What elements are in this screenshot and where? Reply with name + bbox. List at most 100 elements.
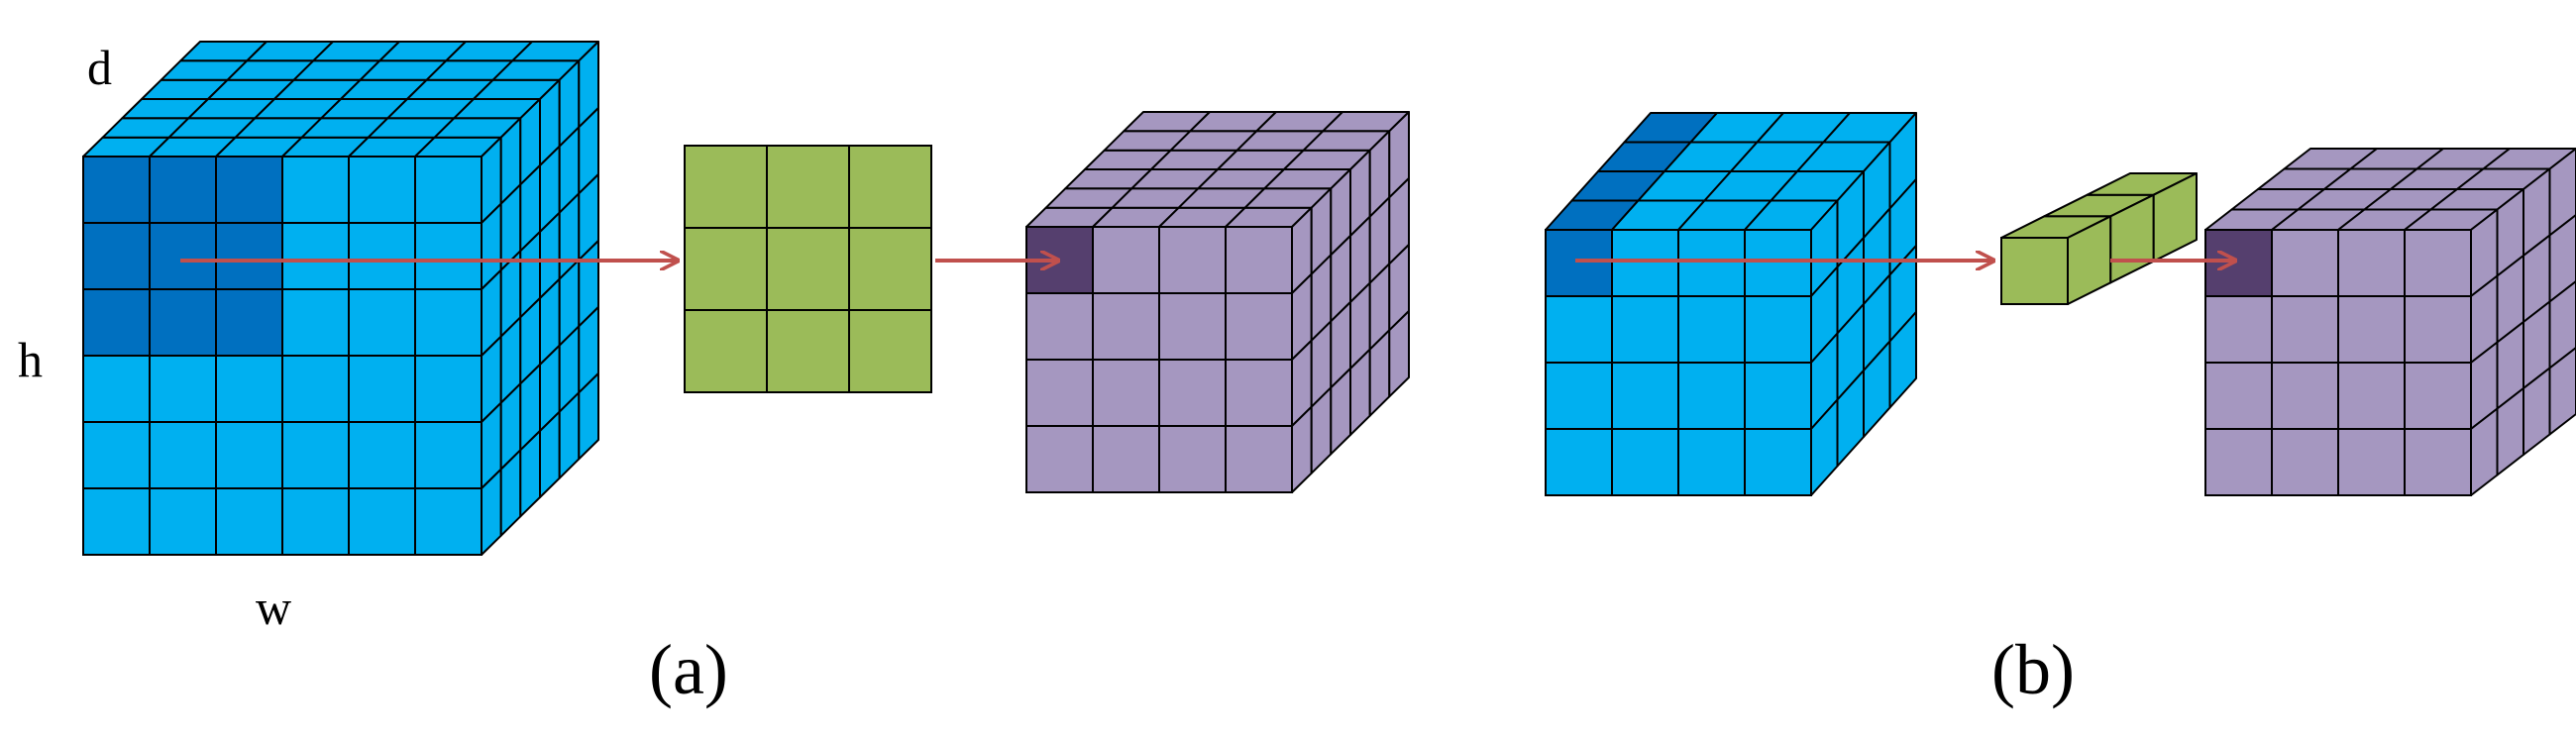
output-cube-b-side-cell [2548,214,2576,303]
input-cube-b-front-cell [1611,295,1679,364]
kernel-b-side-cell [2152,172,2198,263]
output-cube-a-front-cell [1025,292,1094,361]
output-cube-b-front-cell [2404,295,2472,364]
output-cube-b-front-cell [2271,362,2339,430]
output-cube-a-front-cell [1225,359,1293,427]
kernel-a-cell [848,145,932,229]
panel-a-label: (a) [649,630,728,709]
input-cube-a-front-cell [149,421,217,489]
output-cube-b-front-cell [2337,229,2406,297]
width-label: w [256,580,291,635]
input-cube-a-front-cell [414,487,483,556]
input-cube-a-front-cell [281,355,350,423]
input-cube-b-front-cell [1744,295,1812,364]
input-cube-b-front-cell [1545,295,1613,364]
input-cube-a-front-cell [82,288,151,357]
input-cube-a-front-cell [348,288,416,357]
input-cube-a-front-cell [281,487,350,556]
diagram-shapes [82,41,2576,556]
panel-b-label: (b) [1991,630,2075,709]
input-cube-a-front-cell [215,288,283,357]
input-cube-a-front-cell [348,222,416,290]
kernel-a-cell [766,309,850,393]
input-cube-a-front-cell [281,156,350,224]
input-cube-a-front-cell [82,487,151,556]
output-cube-a-front-cell [1092,226,1160,294]
kernel-a-cell [848,309,932,393]
input-cube-a-front-cell [82,355,151,423]
input-cube-a-side-cell [578,372,599,461]
input-cube-a-front-cell [281,421,350,489]
output-cube-a-front-cell [1158,226,1227,294]
input-cube-a-front-cell [149,222,217,290]
input-cube-b-front-cell [1545,362,1613,430]
input-cube-a-front-cell [82,421,151,489]
input-cube-a-front-cell [215,222,283,290]
kernel-a-cell [848,227,932,311]
kernel-a-cell [684,309,768,393]
input-cube-a-front-cell [82,222,151,290]
input-cube-b-front-cell [1611,229,1679,297]
kernel-a-cell [684,227,768,311]
input-cube-a-front-cell [215,421,283,489]
output-cube-b-front-cell [2271,295,2339,364]
input-cube-a-front-cell [414,222,483,290]
input-cube-b-front-cell [1545,428,1613,496]
input-cube-a-front-cell [82,156,151,224]
input-cube-a-front-cell [215,487,283,556]
output-cube-b-side-cell [2548,280,2576,370]
output-cube-a-front-cell [1025,359,1094,427]
output-cube-b-front-cell [2271,229,2339,297]
output-cube-b-front-cell [2404,229,2472,297]
input-cube-b-front-cell [1545,229,1613,297]
output-cube-a-front-cell [1092,359,1160,427]
output-cube-a-front-cell [1158,359,1227,427]
output-cube-a-front-cell [1092,292,1160,361]
output-cube-b-front-cell [2204,362,2273,430]
input-cube-b-front-cell [1611,362,1679,430]
input-cube-a-front-cell [414,355,483,423]
input-cube-b-side-cell [1888,311,1917,409]
output-cube-a-front-cell [1225,226,1293,294]
depth-label: d [87,40,112,95]
input-cube-a-front-cell [149,355,217,423]
input-cube-b-front-cell [1677,362,1746,430]
kernel-a-cell [766,145,850,229]
input-cube-a-front-cell [149,487,217,556]
input-cube-a-front-cell [348,355,416,423]
input-cube-b-front-cell [1744,428,1812,496]
output-cube-a-front-cell [1225,292,1293,361]
input-cube-a-front-cell [348,487,416,556]
output-cube-b-front-cell [2337,362,2406,430]
kernel-a-cell [684,145,768,229]
output-cube-a-front-cell [1158,292,1227,361]
kernel-a-cell [766,227,850,311]
output-cube-a-front-cell [1092,425,1160,493]
output-cube-a-front-cell [1158,425,1227,493]
output-cube-a-front-cell [1225,425,1293,493]
kernel-b-front-cell [2000,237,2069,305]
input-cube-b-front-cell [1744,362,1812,430]
input-cube-a-front-cell [281,222,350,290]
input-cube-a-front-cell [414,421,483,489]
input-cube-a-front-cell [414,288,483,357]
input-cube-b-front-cell [1677,295,1746,364]
input-cube-a-front-cell [215,355,283,423]
input-cube-a-front-cell [348,421,416,489]
output-cube-b-side-cell [2548,347,2576,436]
output-cube-b-front-cell [2404,428,2472,496]
output-cube-b-front-cell [2204,295,2273,364]
output-cube-b-front-cell [2204,428,2273,496]
output-cube-b-front-cell [2204,229,2273,297]
input-cube-a-front-cell [215,156,283,224]
input-cube-a-front-cell [348,156,416,224]
output-cube-b-side-cell [2548,148,2576,237]
input-cube-a-front-cell [281,288,350,357]
output-cube-b-front-cell [2337,295,2406,364]
input-cube-b-front-cell [1744,229,1812,297]
output-cube-b-front-cell [2337,428,2406,496]
input-cube-b-front-cell [1611,428,1679,496]
height-label: h [18,332,43,387]
